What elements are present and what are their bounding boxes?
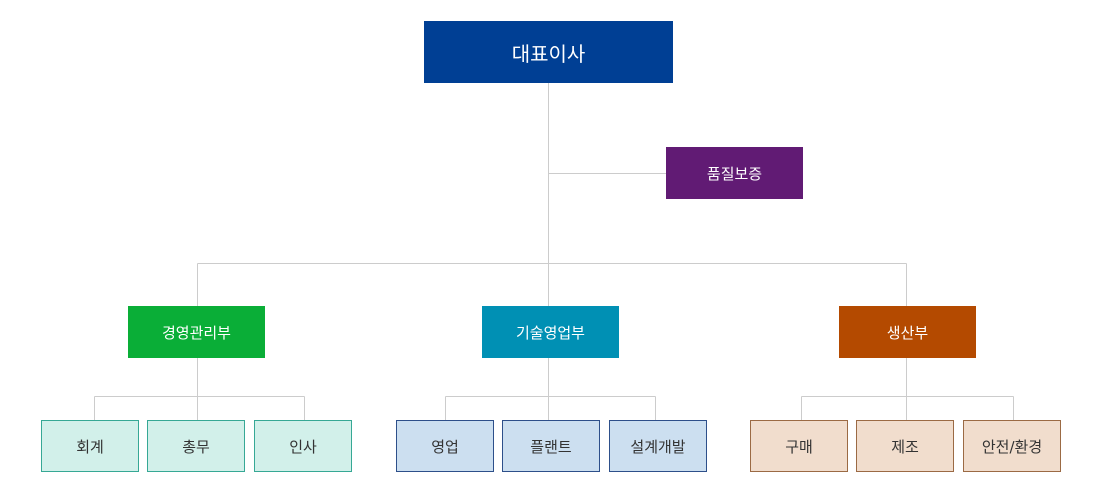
team-purchasing: 구매	[750, 420, 848, 472]
team-accounting: 회계	[41, 420, 139, 472]
ceo-node: 대표이사	[424, 21, 673, 83]
team-manufacturing: 제조	[856, 420, 954, 472]
team-hr: 인사	[254, 420, 352, 472]
team-safety-environment: 안전/환경	[963, 420, 1061, 472]
department-management: 경영관리부	[128, 306, 265, 358]
quality-assurance-node: 품질보증	[666, 147, 803, 199]
team-design-development: 설계개발	[609, 420, 707, 472]
department-production: 생산부	[839, 306, 976, 358]
department-tech-sales: 기술영업부	[482, 306, 619, 358]
team-sales: 영업	[396, 420, 494, 472]
team-plant: 플랜트	[502, 420, 600, 472]
team-general-affairs: 총무	[147, 420, 245, 472]
